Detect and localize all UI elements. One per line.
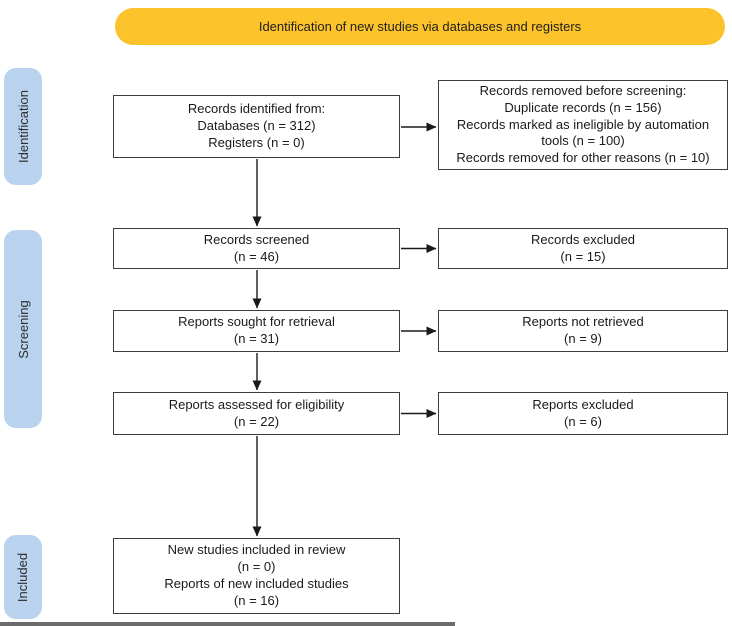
box-line: Reports excluded [532, 396, 634, 412]
box-records-identified: Records identified from: Databases (n = … [113, 95, 400, 158]
box-line: Records identified from: [187, 101, 326, 117]
box-line: Registers (n = 0) [208, 134, 305, 150]
box-line: Duplicate records (n = 156) [504, 99, 662, 115]
box-line: Records marked as ineligible by automati… [456, 116, 710, 149]
box-line: (n = 31) [233, 331, 280, 346]
box-records-removed-before-screening: Records removed before screening: Duplic… [438, 80, 728, 170]
box-new-studies-included: New studies included in review (n = 0) R… [113, 538, 400, 614]
box-reports-sought-for-retrieval: Reports sought for retrieval (n = 31) [113, 310, 400, 352]
box-line: New studies included in review [167, 542, 346, 558]
banner-label: Identification of new studies via databa… [258, 19, 582, 34]
box-line: (n = 15) [560, 248, 606, 264]
box-line: (n = 0) [237, 559, 276, 575]
box-line: Records screened [203, 231, 310, 247]
stage-label-included: Included [4, 535, 42, 619]
box-records-screened: Records screened (n = 46) [113, 228, 400, 269]
box-reports-not-retrieved: Reports not retrieved (n = 9) [438, 310, 728, 352]
stage-label-text: Screening [15, 299, 31, 359]
stage-label-screening: Screening [4, 230, 42, 428]
box-line: Databases (n = 312) [197, 118, 316, 134]
box-line: (n = 22) [233, 413, 280, 429]
box-line: Reports not retrieved [522, 314, 644, 330]
box-reports-excluded: Reports excluded (n = 6) [438, 392, 728, 435]
box-line: Records removed for other reasons (n = 1… [456, 150, 710, 166]
stage-label-identification: Identification [4, 68, 42, 185]
stage-label-text: Identification [15, 90, 31, 163]
box-line: Records removed before screening: [479, 82, 687, 98]
box-line: (n = 6) [564, 413, 602, 429]
banner: Identification of new studies via databa… [115, 8, 725, 45]
box-reports-assessed-for-eligibility: Reports assessed for eligibility (n = 22… [113, 392, 400, 435]
box-line: (n = 9) [564, 331, 602, 346]
box-line: (n = 16) [233, 592, 280, 608]
box-records-excluded: Records excluded (n = 15) [438, 228, 728, 269]
box-line: Reports assessed for eligibility [168, 396, 345, 412]
box-line: Records excluded [530, 231, 636, 247]
bottom-edge-artifact [0, 622, 455, 626]
box-line: Reports of new included studies [164, 576, 349, 591]
box-line: (n = 46) [233, 248, 280, 264]
stage-label-text: Included [15, 552, 31, 602]
box-line: Reports sought for retrieval [178, 314, 335, 330]
